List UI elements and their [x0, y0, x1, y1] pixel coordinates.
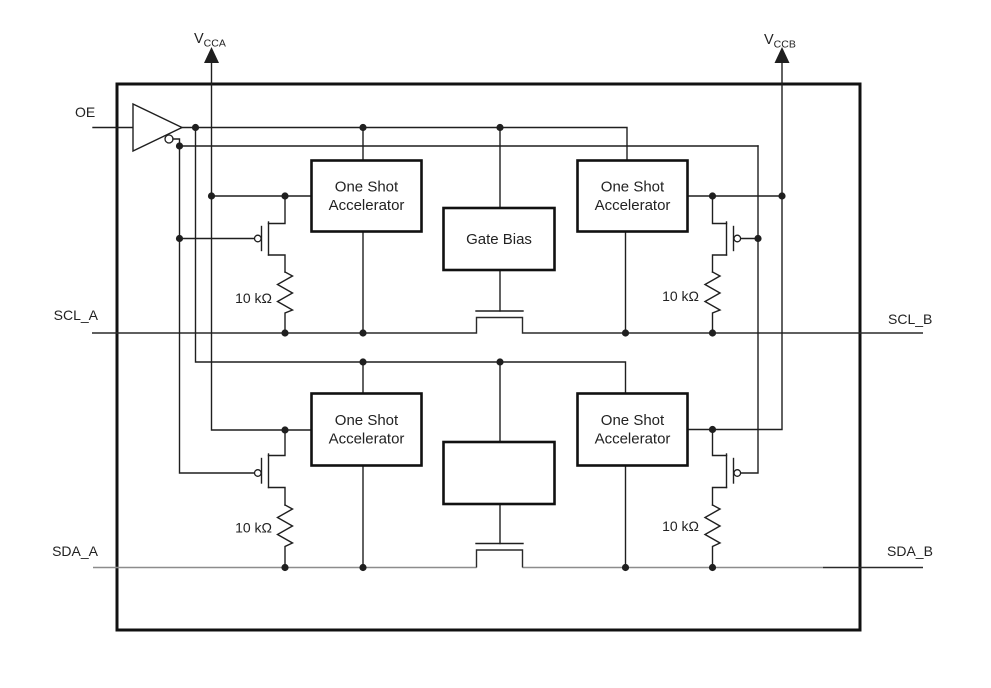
pmos-scl-a-gate-bubble [253, 234, 262, 243]
vcca-label: VCCA [194, 31, 226, 50]
sda-rail-hump [475, 549, 524, 568]
oe-enable-top-wire [181, 126, 628, 162]
sda-rail [93, 549, 923, 569]
resistor-label-scl-b: 10 kΩ [662, 288, 699, 304]
one-shot-label: One Shot [335, 179, 399, 196]
buffer-triangle [132, 102, 184, 153]
pmos-sda-b-drain [711, 428, 728, 457]
vcca-net [204, 47, 313, 431]
junction-dot [708, 425, 717, 434]
resistor-sda-a [276, 504, 295, 569]
one-shot-box-top-right [576, 159, 689, 233]
one-shot-label: One Shot [601, 412, 665, 429]
pmos-scl-b [703, 195, 742, 334]
junction-dot [621, 329, 630, 337]
vcca-wire [210, 59, 313, 431]
one-shot-label: Accelerator [329, 431, 405, 448]
one-shot-label: Accelerator [329, 197, 405, 214]
oe-inverted-left-vertical [178, 145, 256, 474]
scl-b-label: SCL_B [888, 311, 932, 327]
resistor-sda-b [703, 504, 722, 569]
sda-b-label: SDA_B [887, 543, 933, 559]
resistor-label-sda-a: 10 kΩ [235, 520, 272, 536]
oe-buffer [92, 102, 184, 153]
pmos-sda-a [253, 429, 295, 569]
junction-dots [175, 123, 786, 572]
one-shot-label: Accelerator [595, 431, 671, 448]
pmos-sda-a-gate-bubble [253, 469, 262, 477]
pmos-sda-a-source [267, 486, 286, 506]
vccb-net [686, 47, 790, 431]
junction-dot [621, 563, 630, 572]
block-pins [362, 126, 627, 569]
one-shot-box-bottom-left [310, 392, 423, 467]
pmos-scl-a [253, 195, 295, 334]
pmos-sda-a-drain [267, 429, 286, 457]
one-shot-label: One Shot [601, 179, 665, 196]
device-outline [115, 82, 862, 632]
junction-dot [496, 358, 504, 366]
pass-fet-sda [475, 503, 524, 545]
pmos-scl-b-gate-bubble [733, 234, 742, 243]
junction-dot [496, 123, 504, 132]
one-shot-label: Accelerator [595, 197, 671, 214]
vcca-arrow-icon [204, 47, 219, 63]
resistor-label-sda-b: 10 kΩ [662, 518, 699, 534]
pmos-sda-b [703, 428, 742, 569]
gate-bias-box-bottom [442, 440, 556, 506]
junction-dot [359, 123, 367, 132]
pmos-scl-b-source [711, 254, 728, 273]
pmos-sda-b-gate-bubble [733, 469, 742, 477]
vccb-arrow-icon [774, 47, 790, 63]
pmos-scl-a-drain [267, 195, 286, 225]
pass-fet-scl [475, 269, 524, 312]
oe-enable-net [181, 126, 628, 395]
one-shot-box-bottom-right [576, 392, 689, 467]
junction-dot [359, 358, 367, 366]
oe-inverted-net [172, 138, 759, 474]
scl-a-label: SCL_A [54, 307, 99, 323]
junction-dot [754, 234, 762, 243]
junction-dot [708, 563, 717, 572]
junction-dot [281, 329, 289, 337]
pmos-scl-b-drain [711, 195, 728, 225]
junction-dot [708, 329, 717, 337]
gate-bias-label: Gate Bias [466, 231, 532, 248]
oe-inverted-right-vertical [739, 145, 759, 474]
resistor-scl-b [703, 271, 722, 334]
junction-dot [281, 563, 289, 572]
resistor-scl-a [276, 271, 295, 334]
junction-dot [191, 123, 200, 132]
junction-dot [359, 329, 367, 337]
one-shot-box-top-left [310, 159, 423, 233]
one-shot-label: One Shot [335, 412, 399, 429]
pmos-scl-a-source [267, 254, 286, 273]
inverter-bubble [164, 134, 174, 144]
sda-a-label: SDA_A [52, 543, 99, 559]
junction-dot [175, 142, 184, 150]
junction-dot [359, 563, 367, 572]
oe-enable-bottom-wire [194, 126, 627, 395]
scl-rail [92, 316, 923, 334]
junction-dot [281, 426, 289, 434]
gate-bias-box-top [442, 206, 556, 272]
junction-dot [778, 192, 786, 200]
resistor-label-scl-a: 10 kΩ [235, 290, 272, 306]
vccb-label: VCCB [764, 32, 796, 51]
junction-dot [207, 192, 216, 200]
junction-dot [175, 234, 184, 243]
pmos-sda-b-source [711, 486, 728, 506]
junction-dot [281, 192, 289, 200]
oe-label: OE [75, 104, 95, 120]
junction-dot [708, 192, 717, 200]
vccb-wire [686, 59, 783, 431]
